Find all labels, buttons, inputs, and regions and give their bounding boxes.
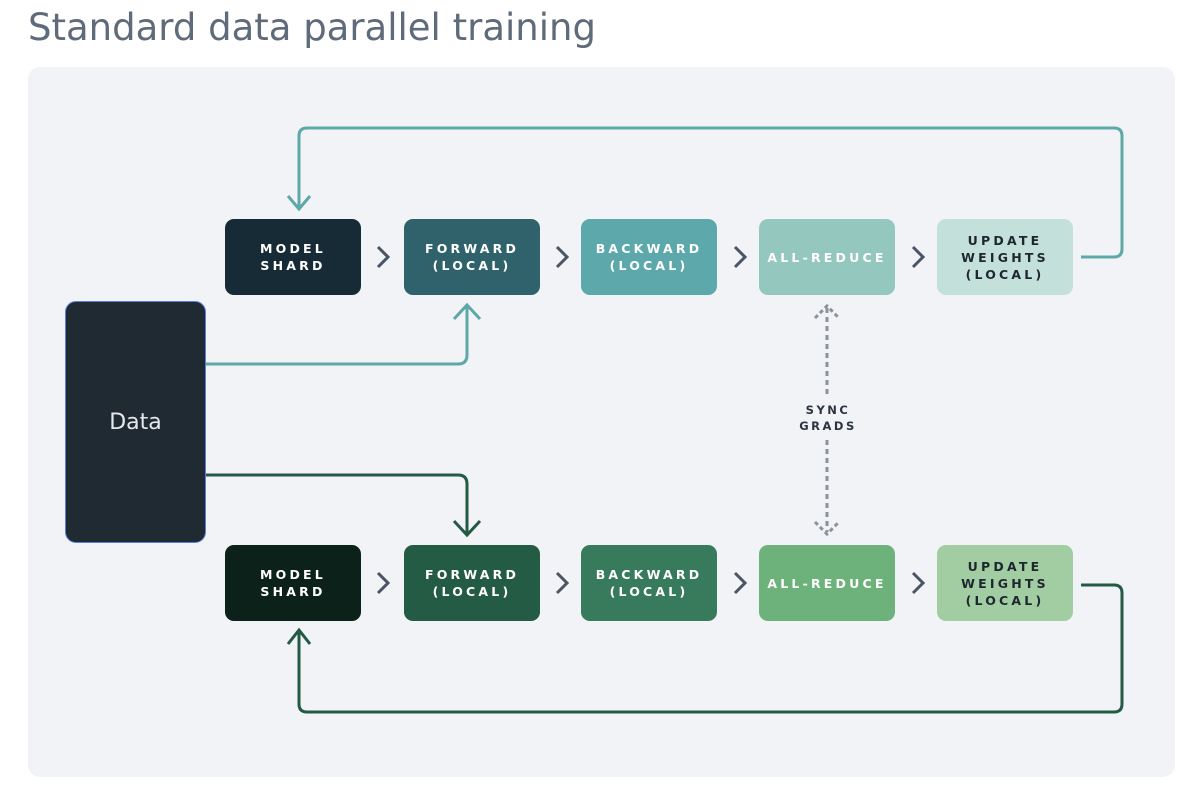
bottom-step-backward: BACKWARD (LOCAL) (581, 545, 717, 621)
diagram-title: Standard data parallel training (28, 6, 596, 49)
bottom-step-forward: FORWARD (LOCAL) (404, 545, 540, 621)
chevron-right-icon (911, 245, 926, 269)
top-loop-arrow (297, 126, 1124, 259)
data-to-top-forward-arrow (206, 306, 469, 366)
step-label: UPDATE WEIGHTS (LOCAL) (961, 558, 1049, 608)
step-label: ALL-REDUCE (767, 575, 887, 591)
step-label: ALL-REDUCE (767, 249, 887, 265)
chevron-right-icon (733, 245, 748, 269)
top-step-forward: FORWARD (LOCAL) (404, 219, 540, 295)
step-label: FORWARD (LOCAL) (424, 567, 520, 599)
bottom-step-model-shard: MODEL SHARD (225, 545, 361, 621)
bottom-loop-arrow (297, 583, 1124, 714)
chevron-right-icon (555, 245, 570, 269)
data-node-label: Data (109, 409, 162, 435)
step-label: MODEL SHARD (260, 567, 326, 599)
step-label: FORWARD (LOCAL) (424, 241, 520, 273)
top-step-update-weights: UPDATE WEIGHTS (LOCAL) (937, 219, 1073, 295)
data-to-bottom-forward-arrow (206, 473, 469, 534)
top-step-all-reduce: ALL-REDUCE (759, 219, 895, 295)
step-label: UPDATE WEIGHTS (LOCAL) (961, 232, 1049, 282)
top-step-model-shard: MODEL SHARD (225, 219, 361, 295)
top-loop-arrowhead-icon (286, 195, 312, 212)
diagram-panel (28, 67, 1175, 777)
step-label: BACKWARD (LOCAL) (595, 241, 703, 273)
bottom-loop-arrowhead-icon (286, 627, 312, 645)
chevron-right-icon (376, 571, 391, 595)
chevron-right-icon (376, 245, 391, 269)
data-to-bottom-forward-arrowhead-icon (452, 519, 482, 538)
sync-grads-label: SYNC GRADS (799, 403, 857, 433)
chevron-right-icon (555, 571, 570, 595)
step-label: MODEL SHARD (260, 241, 326, 273)
top-step-backward: BACKWARD (LOCAL) (581, 219, 717, 295)
chevron-right-icon (911, 571, 926, 595)
step-label: BACKWARD (LOCAL) (595, 567, 703, 599)
bottom-step-update-weights: UPDATE WEIGHTS (LOCAL) (937, 545, 1073, 621)
data-node: Data (65, 301, 206, 543)
data-to-top-forward-arrowhead-icon (452, 302, 482, 321)
bottom-step-all-reduce: ALL-REDUCE (759, 545, 895, 621)
sync-arrowhead-up-icon (813, 303, 841, 320)
sync-arrowhead-down-icon (813, 520, 841, 537)
chevron-right-icon (733, 571, 748, 595)
